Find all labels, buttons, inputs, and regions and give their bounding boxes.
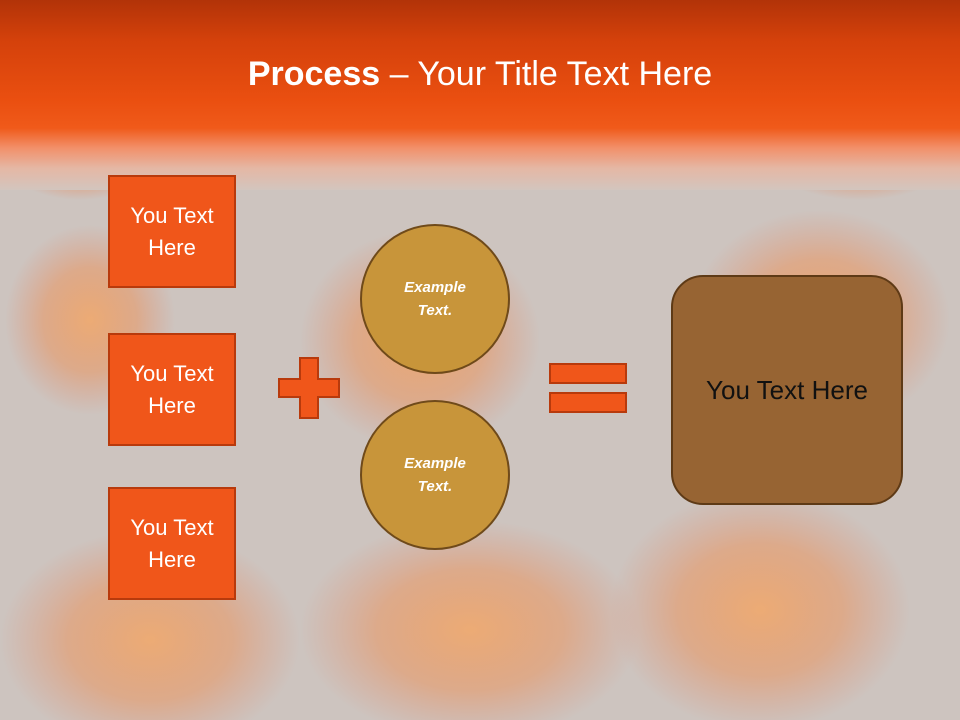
title-bold: Process	[247, 55, 381, 93]
result-box-label: You Text Here	[706, 374, 868, 405]
plus-icon	[278, 357, 340, 419]
equals-bar-top	[549, 363, 627, 384]
title-text: – Your Title Text Here	[380, 55, 713, 93]
example-circle-1-label: Example Text.	[404, 279, 466, 319]
text-box-1: You Text Here	[108, 175, 236, 288]
example-circle-1: Example Text.	[360, 224, 510, 374]
text-box-2-label: You Text Here	[130, 360, 214, 418]
text-box-1-label: You Text Here	[130, 202, 214, 260]
title-band	[0, 0, 960, 190]
slide-title: Process – Your Title Text Here	[0, 52, 960, 96]
result-box: You Text Here	[671, 275, 903, 505]
text-box-2: You Text Here	[108, 333, 236, 446]
text-box-3: You Text Here	[108, 487, 236, 600]
example-circle-2-label: Example Text.	[404, 455, 466, 495]
text-box-3-label: You Text Here	[130, 514, 214, 572]
example-circle-2: Example Text.	[360, 400, 510, 550]
equals-bar-bottom	[549, 392, 627, 413]
